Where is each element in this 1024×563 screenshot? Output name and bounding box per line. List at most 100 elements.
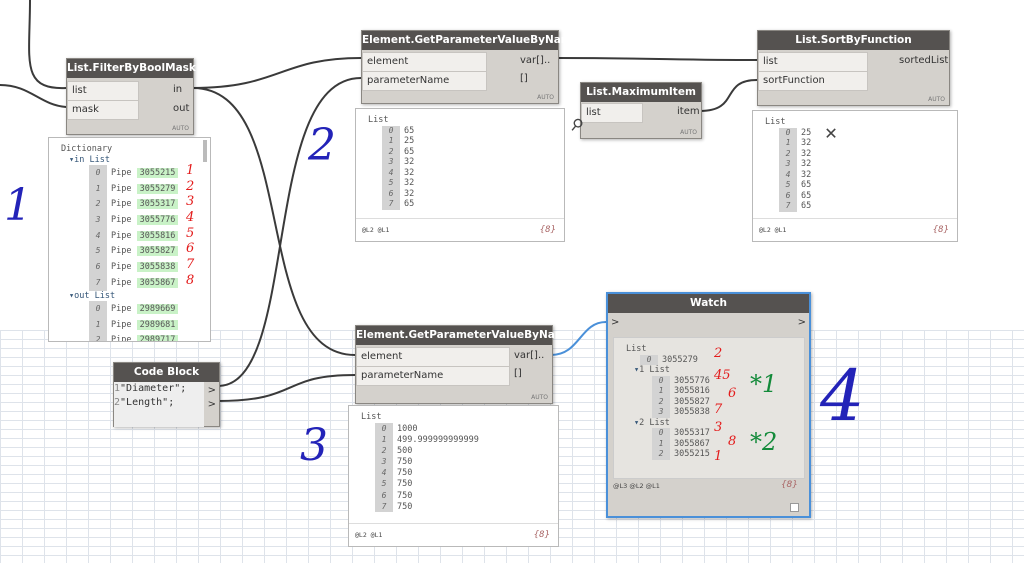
count: {8} [932, 225, 949, 235]
wire [192, 57, 362, 89]
preview-root: List [361, 412, 382, 422]
input-port-parametername[interactable]: parameterName [356, 366, 510, 386]
annotation-1: 1 [4, 180, 32, 231]
wire [217, 374, 356, 402]
output-port-out[interactable]: out [173, 103, 190, 114]
list-index: 4 [779, 169, 797, 180]
item-type: Pipe [111, 199, 137, 210]
code-editor[interactable]: 1"Diameter"; 2"Length"; [114, 382, 204, 427]
item-type: Pipe [111, 277, 137, 288]
list-index: 1 [779, 138, 797, 149]
list-value: 32 [801, 159, 812, 169]
levels: @L3 @L2 @L1 [613, 482, 660, 490]
collapse-icon[interactable]: ▾ [634, 417, 640, 428]
list-value: 32 [404, 178, 415, 188]
list-index: 1 [652, 438, 670, 449]
collapse-icon[interactable]: ▾ [634, 365, 640, 375]
wire [556, 57, 758, 61]
output-port-sortedlist[interactable]: sortedList [899, 55, 949, 66]
count: {8} [533, 530, 550, 540]
output-port-2[interactable]: > [207, 399, 216, 410]
levels: @L2 @L1 [362, 226, 390, 234]
list-index: 1 [89, 316, 107, 333]
input-port-mask[interactable]: mask [67, 100, 139, 120]
list-value: 750 [397, 468, 413, 479]
preview-root: Dictionary [61, 144, 113, 154]
output-port-var[interactable]: var[]..[] [520, 55, 551, 84]
input-port-element[interactable]: element [356, 347, 510, 367]
node-title: List.MaximumItem [581, 83, 701, 102]
list-index: 3 [779, 159, 797, 170]
list-index: 1 [375, 433, 393, 445]
sort-by-function-node[interactable]: List.SortByFunction list sortFunction so… [757, 30, 950, 106]
input-port-list[interactable]: list [67, 81, 139, 101]
maximum-item-node[interactable]: List.MaximumItem list item AUTO [580, 82, 702, 139]
run-mode: AUTO [537, 94, 554, 101]
output-port-1[interactable]: > [207, 385, 216, 396]
collapse-icon[interactable]: ▾ [69, 154, 75, 165]
output-port-in[interactable]: in [173, 84, 183, 95]
get-parameter-node-top[interactable]: Element.GetParameterValueByName element … [361, 30, 579, 104]
input-port-sortfunction[interactable]: sortFunction [758, 71, 868, 91]
list-index: 4 [382, 167, 400, 178]
get-parameter-node-bottom[interactable]: Element.GetParameterValueByName element … [355, 325, 573, 404]
input-port[interactable]: > [611, 317, 620, 328]
list-value: 3055838 [136, 262, 179, 273]
collapse-icon[interactable]: ▾ [69, 290, 75, 301]
annotation-green: *1 [750, 370, 778, 398]
item-type: Pipe [111, 168, 137, 178]
annotation-red: 1 [714, 449, 723, 464]
list-value: 2989681 [136, 319, 179, 330]
list-value: 3055776 [674, 375, 710, 386]
item-type: Pipe [111, 183, 137, 194]
output-port-var[interactable]: var[]..[] [514, 350, 545, 379]
list-value: 2989717 [136, 335, 179, 341]
input-port-list[interactable]: list [581, 103, 643, 123]
list-value: 65 [801, 180, 812, 190]
list-value: 65 [801, 190, 812, 201]
scrollbar[interactable] [203, 140, 207, 162]
output-port[interactable]: > [797, 317, 806, 328]
filter-by-bool-mask-node[interactable]: List.FilterByBoolMask list mask in out A… [66, 58, 196, 135]
out-list-label: out List [74, 290, 116, 301]
list-index: 7 [89, 274, 107, 291]
resize-handle[interactable] [790, 503, 799, 512]
input-port-list[interactable]: list [758, 52, 868, 72]
list-value: 3055867 [674, 438, 710, 449]
list-index: 4 [375, 467, 393, 479]
annotation-red: 45 [714, 368, 731, 383]
levels: @L2 @L1 [355, 531, 383, 539]
wire [0, 84, 67, 108]
annotation-red: 3 [186, 194, 195, 210]
list-value: 25 [801, 127, 812, 138]
output-port-item[interactable]: item [677, 106, 700, 117]
list-value: 3055816 [136, 230, 179, 241]
annotation-red: 2 [714, 346, 723, 361]
wire [550, 321, 607, 356]
code-block-node[interactable]: Code Block 1"Diameter"; 2"Length"; > > [113, 362, 220, 427]
input-port-element[interactable]: element [362, 52, 487, 72]
input-port-parametername[interactable]: parameterName [362, 71, 487, 91]
annotation-red: 6 [728, 386, 737, 401]
list-index: 6 [382, 188, 400, 199]
list-index: 2 [652, 449, 670, 460]
list-value: 750 [397, 490, 413, 501]
item-type: Pipe [111, 215, 137, 226]
